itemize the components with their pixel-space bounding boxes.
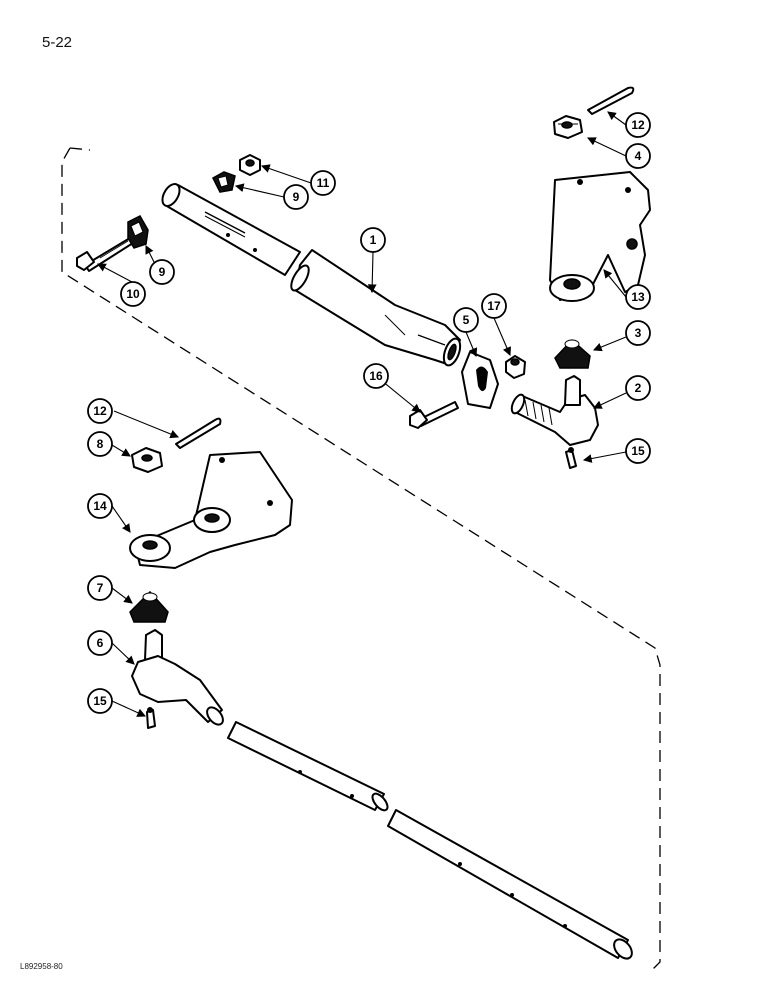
grease-fitting-right-part bbox=[565, 447, 577, 469]
svg-text:9: 9 bbox=[159, 265, 166, 279]
svg-text:5: 5 bbox=[463, 313, 470, 327]
castle-nut-left-part bbox=[131, 447, 163, 473]
dust-boot-left-part bbox=[129, 590, 169, 623]
tie-rod-end-right-part bbox=[510, 375, 599, 446]
callout-9-top: 9 bbox=[283, 184, 309, 210]
svg-text:1: 1 bbox=[370, 233, 377, 247]
bolt-right-part bbox=[409, 401, 459, 429]
svg-text:8: 8 bbox=[97, 437, 104, 451]
callout-16: 16 bbox=[363, 363, 389, 389]
svg-text:12: 12 bbox=[631, 118, 645, 132]
callout-9-left: 9 bbox=[149, 259, 175, 285]
clamp-block-part bbox=[461, 351, 499, 409]
svg-text:12: 12 bbox=[93, 404, 107, 418]
svg-text:7: 7 bbox=[97, 581, 104, 595]
dust-boot-right-part bbox=[554, 338, 591, 369]
nut-right-part bbox=[505, 355, 526, 379]
callout-5: 5 bbox=[453, 307, 479, 333]
assembly-boundary bbox=[61, 147, 661, 973]
page-number: 5-22 bbox=[42, 34, 73, 51]
svg-text:17: 17 bbox=[487, 299, 501, 313]
svg-text:13: 13 bbox=[631, 290, 645, 304]
tie-rod-tube-part bbox=[290, 249, 462, 367]
callout-3: 3 bbox=[625, 320, 651, 346]
cotter-pin-top-part bbox=[587, 86, 635, 115]
figure-id: L892958-80 bbox=[20, 962, 63, 971]
svg-text:3: 3 bbox=[635, 326, 642, 340]
cotter-pin-left-part bbox=[175, 417, 222, 449]
callout-12-left: 12 bbox=[87, 398, 113, 424]
svg-text:2: 2 bbox=[635, 381, 642, 395]
svg-text:9: 9 bbox=[293, 190, 300, 204]
svg-text:15: 15 bbox=[93, 694, 107, 708]
callout-6: 6 bbox=[87, 630, 113, 656]
callout-10: 10 bbox=[120, 281, 146, 307]
callout-14: 14 bbox=[87, 493, 113, 519]
callout-13: 13 bbox=[625, 284, 651, 310]
tie-rod-tube-left-part bbox=[161, 183, 301, 276]
svg-text:14: 14 bbox=[93, 499, 107, 513]
callout-11: 11 bbox=[310, 170, 336, 196]
callout-17: 17 bbox=[481, 293, 507, 319]
nut-part bbox=[239, 154, 261, 176]
callout-4: 4 bbox=[625, 143, 651, 169]
svg-text:15: 15 bbox=[631, 444, 645, 458]
clamp-top-part bbox=[212, 171, 236, 193]
svg-text:16: 16 bbox=[369, 369, 383, 383]
svg-text:11: 11 bbox=[317, 176, 330, 190]
callout-15-left: 15 bbox=[87, 688, 113, 714]
svg-text:4: 4 bbox=[635, 149, 642, 163]
callout-8: 8 bbox=[87, 431, 113, 457]
svg-text:6: 6 bbox=[97, 636, 104, 650]
callout-12-top: 12 bbox=[625, 112, 651, 138]
bolt-part bbox=[76, 237, 134, 272]
tie-rod-end-left-part bbox=[131, 629, 224, 726]
callout-7: 7 bbox=[87, 575, 113, 601]
clamp-left-part bbox=[127, 215, 149, 249]
assembly-boundary-top bbox=[69, 147, 91, 151]
tie-rod-tube-lower-middle-part bbox=[227, 721, 389, 812]
steering-arm-left-part bbox=[129, 451, 293, 569]
svg-text:10: 10 bbox=[126, 287, 140, 301]
tie-rod-tube-lower-right-part bbox=[387, 809, 633, 960]
callout-1: 1 bbox=[360, 227, 386, 253]
castle-nut-top-part bbox=[553, 115, 583, 139]
callout-15-right: 15 bbox=[625, 438, 651, 464]
grease-fitting-left-part bbox=[146, 707, 156, 729]
steering-arm-right-part bbox=[549, 171, 651, 302]
callout-2: 2 bbox=[625, 375, 651, 401]
